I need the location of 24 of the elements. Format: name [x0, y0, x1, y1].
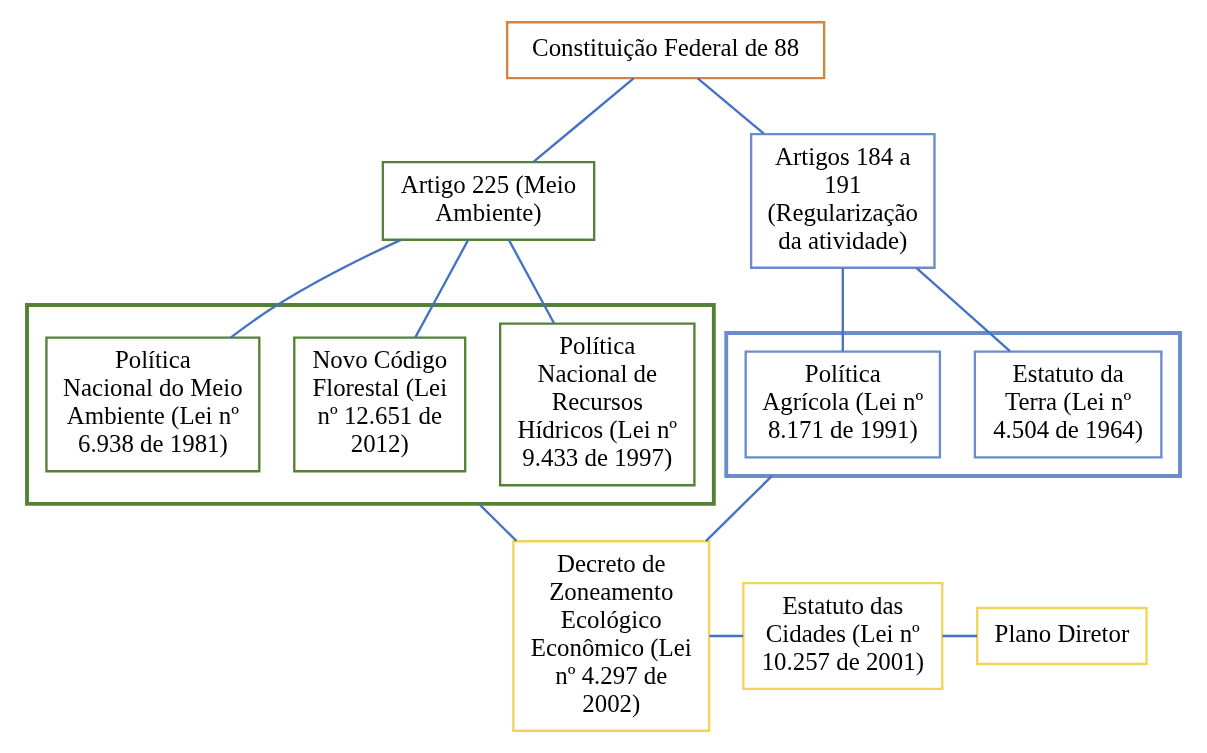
connector [697, 77, 765, 135]
node-box: Artigo 225 (Meio Ambiente) [381, 160, 596, 241]
node-box: Constituição Federal de 88 [506, 21, 826, 80]
node-box: Estatuto das Cidades (Lei nº 10.257 de 2001) [742, 582, 944, 690]
connector [942, 634, 977, 638]
connector [229, 238, 402, 339]
connector [705, 475, 773, 542]
node-box: Política Agrícola (Lei nº 8.171 de 1991) [744, 350, 942, 459]
connector [841, 268, 844, 352]
connector [532, 77, 635, 163]
connector [414, 239, 470, 338]
node-box: Plano Diretor [976, 606, 1148, 666]
node-box: Decreto de Zoneamento Ecológico Econômico (Lei nº 4.297 de 2002) [512, 540, 711, 732]
connector [915, 267, 1011, 352]
connector [507, 239, 556, 324]
connector [478, 503, 518, 542]
node-box: Estatuto da Terra (Lei nº 4.504 de 1964) [973, 350, 1163, 459]
node-box: Política Nacional do Meio Ambiente (Lei nº 6.938 de 1981) [45, 336, 261, 473]
connector [709, 634, 744, 638]
node-box: Política Nacional de Recursos Hídricos (Lei nº 9.433 de 1997) [499, 322, 696, 487]
node-box: Artigos 184 a 191 (Regularização da atividade) [749, 132, 936, 269]
node-box: Novo Código Florestal (Lei nº 12.651 de 2012) [293, 336, 467, 473]
cluster [724, 331, 1182, 478]
cluster [25, 303, 716, 506]
